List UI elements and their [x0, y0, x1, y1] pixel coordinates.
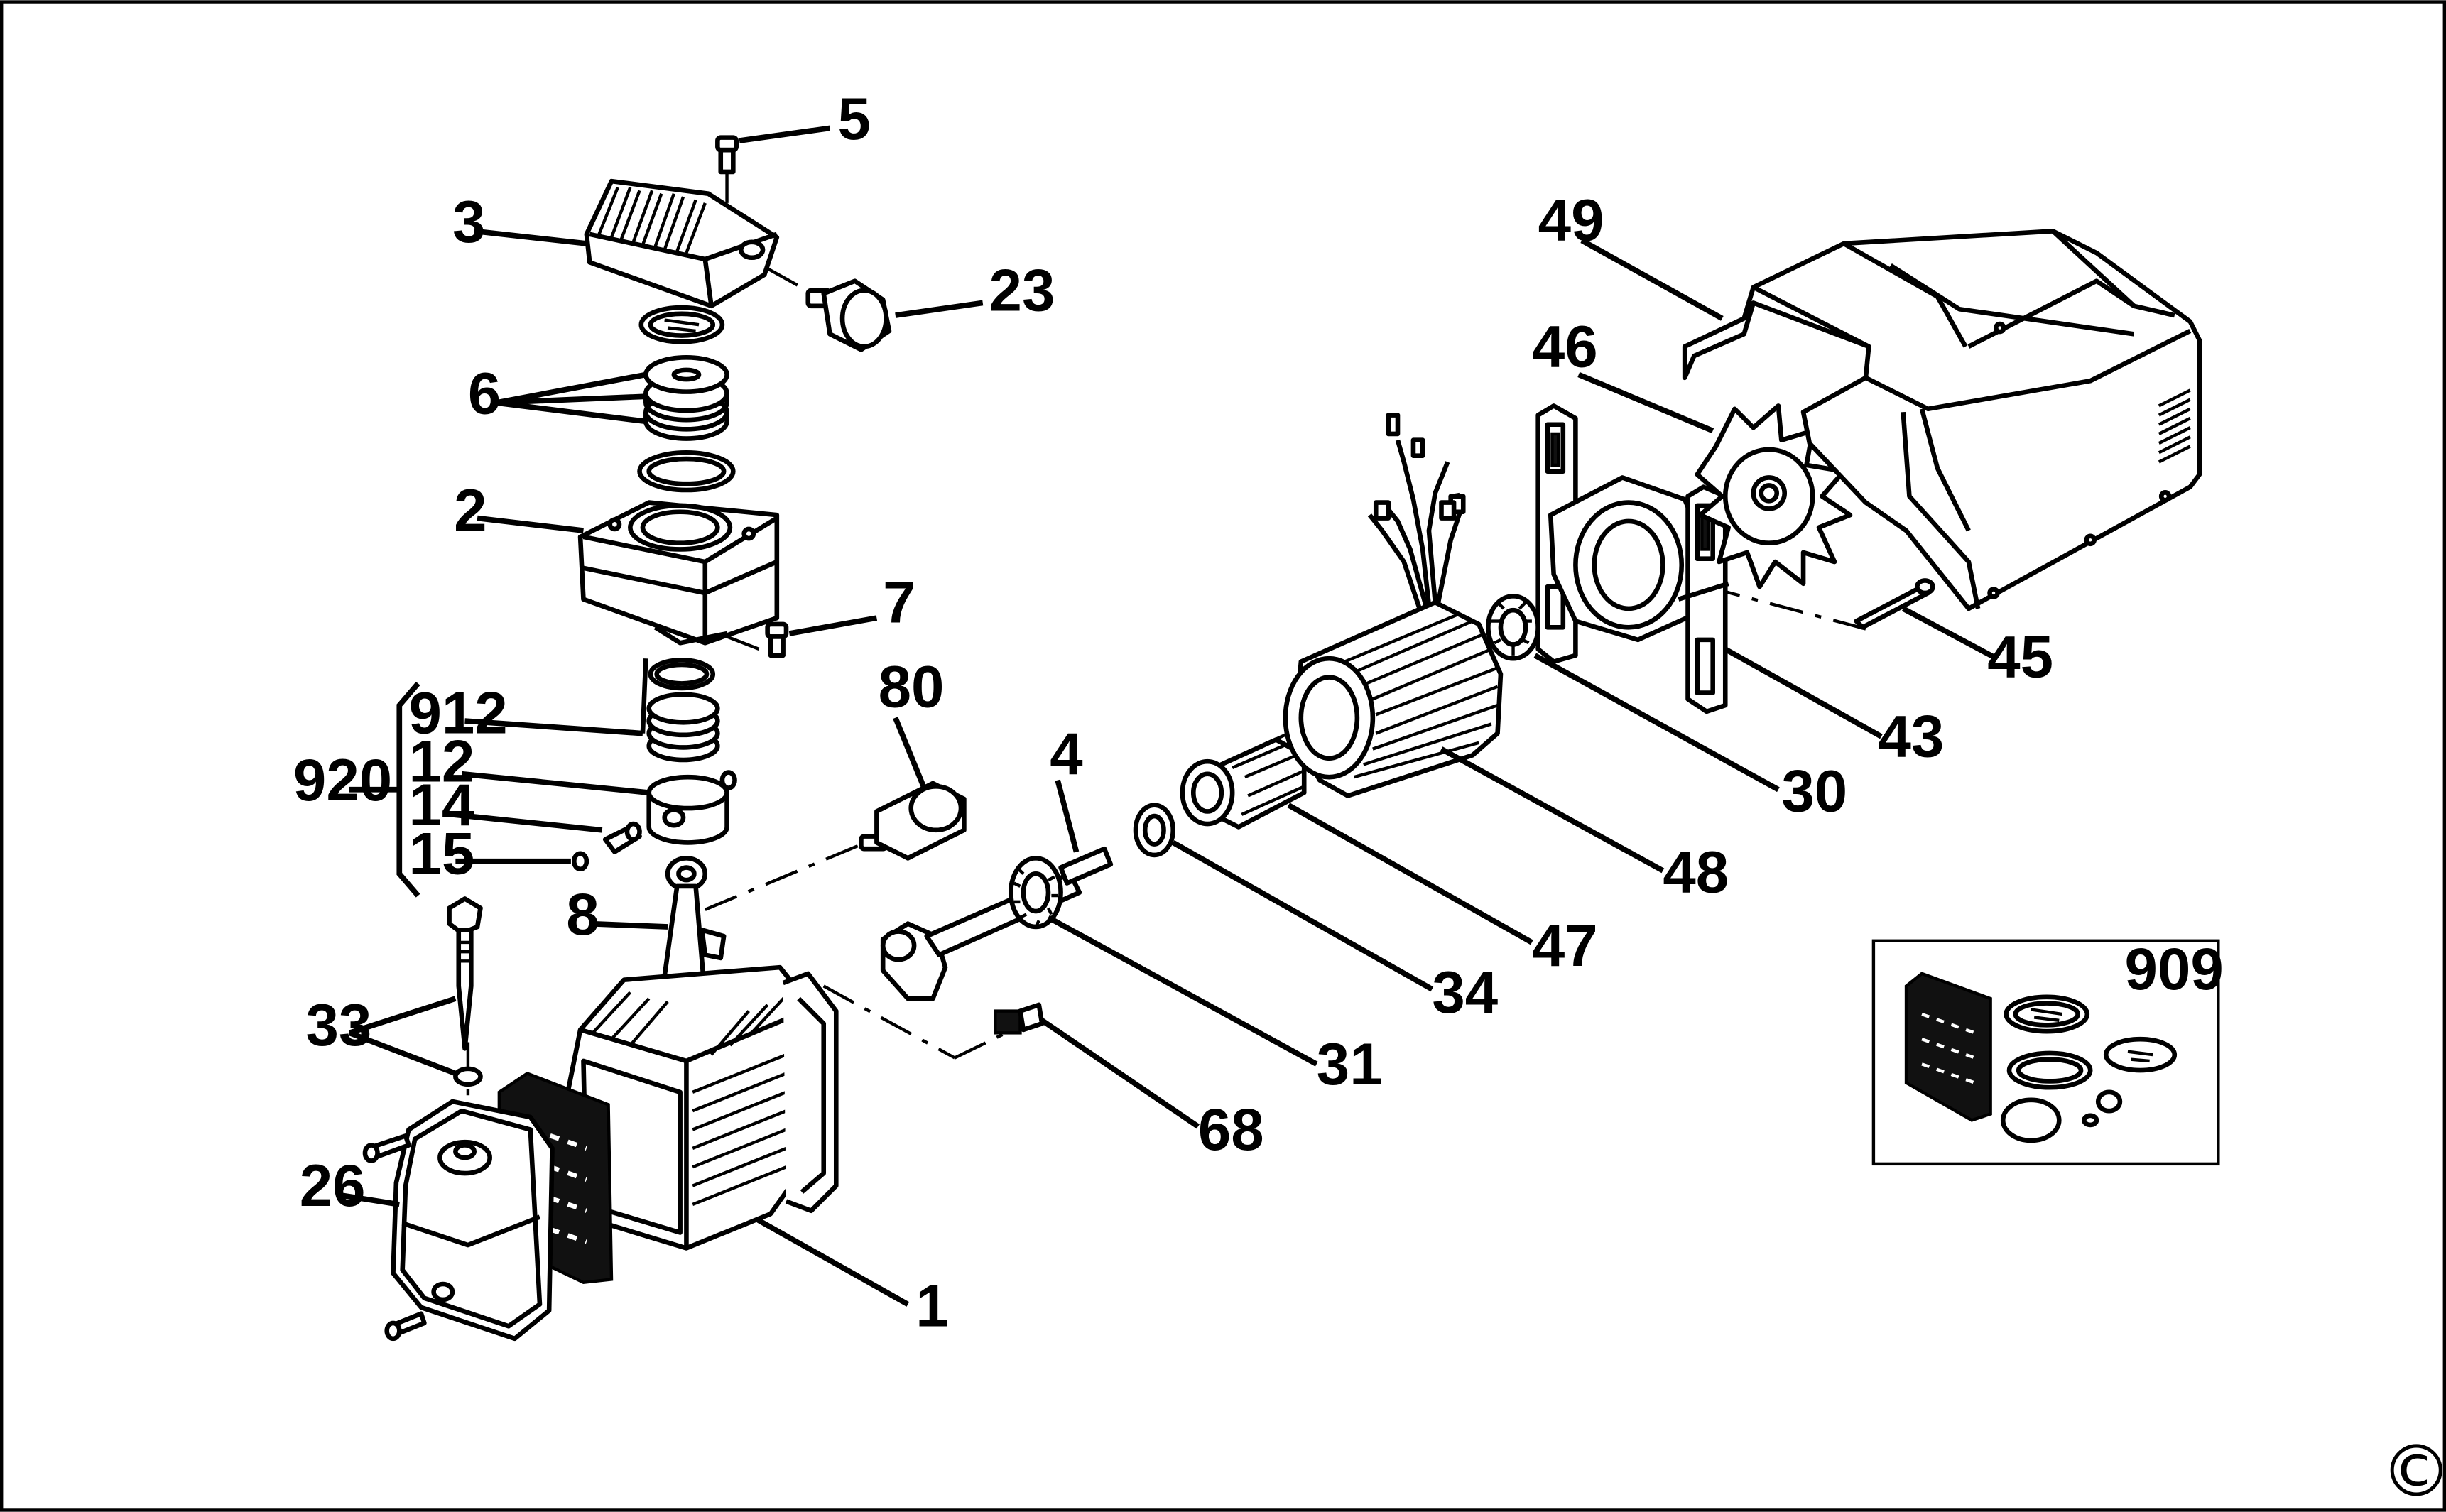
label-4: 4: [1050, 720, 1082, 787]
copyright-mark: ©: [2381, 1430, 2446, 1512]
valve-plates-part-6: [638, 305, 729, 441]
label-909: 909: [2125, 935, 2224, 1002]
label-14: 14: [408, 771, 474, 838]
assembly-axis-lines: [466, 168, 1866, 1100]
crankcase-part-1: [565, 928, 839, 1251]
label-47: 47: [1532, 912, 1598, 979]
leader-lines: [339, 125, 1999, 1307]
label-45: 45: [1987, 624, 2053, 690]
label-1: 1: [915, 1272, 948, 1339]
stator-part-48: [1283, 413, 1504, 798]
label-31: 31: [1317, 1030, 1383, 1097]
capacitor-part-80: [859, 781, 967, 861]
label-6: 6: [468, 359, 501, 426]
label-15: 15: [408, 820, 474, 886]
screw-part-7: [765, 621, 789, 658]
rotor-part-47: [1180, 731, 1307, 830]
label-3: 3: [452, 188, 485, 255]
label-43: 43: [1879, 703, 1945, 770]
tie-bolt-part-45: [1854, 578, 1935, 630]
label-46: 46: [1532, 312, 1598, 379]
label-5: 5: [837, 85, 870, 152]
label-912: 912: [408, 680, 507, 746]
label-68: 68: [1198, 1096, 1264, 1163]
piston-rings-part-912: [640, 658, 720, 763]
label-49: 49: [1538, 187, 1604, 254]
label-80: 80: [879, 653, 945, 719]
label-8: 8: [566, 881, 599, 947]
circlip-part-15: [571, 851, 589, 872]
air-filter-part-23: [805, 278, 892, 352]
service-kit-inset-909: [1871, 939, 2220, 1166]
label-23: 23: [989, 256, 1055, 323]
label-30: 30: [1781, 757, 1847, 824]
motor-cover-part-49: [1682, 229, 2202, 611]
dipstick-part-33: [447, 896, 483, 1087]
end-bracket-part-43: [1535, 403, 1729, 714]
crankcase-cover-part-26: [391, 1099, 555, 1342]
crankshaft-part-31: [880, 846, 1114, 1001]
label-7: 7: [883, 569, 915, 636]
label-12: 12: [408, 728, 474, 795]
part-number-labels: 5 3 23 6 2 7 912 12 920 14 15 8 33 26 1 …: [293, 85, 2224, 1339]
switch-part-68: [994, 1002, 1045, 1035]
label-34: 34: [1432, 959, 1498, 1026]
screw-part-5: [715, 135, 739, 175]
cylinder-gasket: [637, 450, 736, 493]
label-26: 26: [300, 1152, 366, 1219]
label-48: 48: [1663, 839, 1729, 905]
cylinder-part-2: [577, 500, 780, 646]
seal-part-34: [1133, 803, 1176, 858]
label-920: 920: [293, 746, 392, 813]
fan-part-46: [1695, 403, 1853, 589]
cylinder-head-part-3: [584, 178, 780, 309]
label-2: 2: [454, 477, 487, 543]
piston-part-12: [646, 770, 737, 845]
cover-screws: [362, 1133, 427, 1342]
label-33: 33: [306, 991, 372, 1058]
piston-pin-part-14: [602, 821, 642, 854]
bearing-part-30: [1486, 594, 1540, 661]
